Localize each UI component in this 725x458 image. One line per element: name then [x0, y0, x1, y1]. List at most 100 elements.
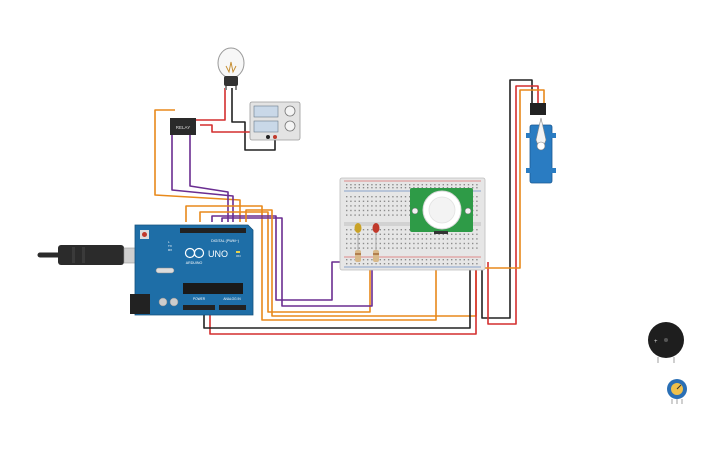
breadboard-hole: [404, 187, 407, 189]
pir-motion-sensor[interactable]: [410, 188, 473, 234]
analog-header[interactable]: [219, 305, 246, 310]
breadboard-hole: [358, 209, 360, 212]
breadboard-hole: [455, 247, 457, 249]
potentiometer[interactable]: [667, 379, 687, 404]
breadboard-hole: [354, 187, 356, 189]
breadboard-hole: [413, 247, 415, 249]
breadboard-hole: [425, 187, 428, 189]
wire-servo-red[interactable]: [487, 85, 539, 325]
breadboard-hole: [392, 214, 394, 216]
breadboard-hole: [383, 187, 386, 189]
arduino-uno[interactable]: DIGITAL (PWM~) UNO ARDUINO POWER ANALOG …: [37, 224, 254, 316]
breadboard-hole: [354, 238, 356, 240]
breadboard-hole: [446, 259, 449, 261]
breadboard-hole: [358, 242, 360, 245]
breadboard-hole: [400, 187, 402, 189]
breadboard-hole: [417, 184, 419, 186]
power-jack: [130, 294, 150, 314]
breadboard-hole: [392, 187, 394, 189]
breadboard-hole: [346, 196, 348, 198]
wire-relay-purple-2[interactable]: [189, 128, 229, 222]
breadboard-hole: [425, 247, 428, 249]
breadboard-hole: [455, 263, 457, 265]
breadboard-hole: [396, 205, 398, 207]
supply-terminal-neg[interactable]: [266, 135, 270, 139]
wire-servo-orange[interactable]: [482, 89, 545, 269]
arduino-logo-right-icon: [193, 247, 205, 259]
buzzer-hole-icon: [664, 338, 668, 342]
supply-display-current: [253, 120, 279, 133]
wire-header-orange-1[interactable]: [185, 205, 437, 321]
red-led[interactable]: [372, 223, 380, 250]
wire-header-orange-2[interactable]: [199, 211, 371, 313]
breadboard-hole: [371, 184, 373, 186]
breadboard-hole: [409, 229, 411, 231]
breadboard-hole: [396, 229, 398, 231]
breadboard-hole: [362, 238, 365, 240]
breadboard-hole: [451, 242, 453, 245]
supply-terminal-pos[interactable]: [273, 135, 277, 139]
wire-power-black[interactable]: [203, 266, 471, 329]
breadboard-hole: [451, 187, 453, 189]
breadboard-hole: [392, 200, 394, 202]
breadboard-hole: [392, 263, 394, 265]
breadboard-hole: [388, 214, 390, 216]
breadboard-hole: [354, 200, 356, 202]
breadboard-hole: [396, 233, 398, 235]
wire-relay-purple-1[interactable]: [171, 128, 234, 222]
breadboard-hole: [430, 184, 432, 186]
breadboard-hole: [404, 242, 407, 245]
breadboard-hole: [375, 187, 377, 189]
breadboard-hole: [400, 200, 402, 202]
breadboard-hole: [383, 196, 386, 198]
resistor-2[interactable]: [373, 250, 379, 262]
dc-power-supply[interactable]: [249, 101, 301, 141]
yellow-led[interactable]: [354, 223, 362, 250]
digital-header[interactable]: [180, 228, 246, 233]
breadboard-hole: [455, 187, 457, 189]
breadboard-hole: [434, 263, 436, 265]
supply-knob-current-icon[interactable]: [284, 120, 296, 132]
breadboard-hole: [358, 247, 360, 249]
breadboard-hole: [396, 247, 398, 249]
wire-bulb-black[interactable]: [231, 88, 276, 151]
wire-relay-orange[interactable]: [154, 109, 241, 222]
led-red-dome-icon: [372, 223, 380, 233]
wire-servo-black[interactable]: [481, 79, 533, 319]
breadboard-hole: [362, 200, 365, 202]
wire-header-purple-1[interactable]: [211, 215, 358, 301]
power-header[interactable]: [183, 305, 215, 310]
breadboard-hole: [379, 229, 381, 231]
relay[interactable]: RELAY: [170, 118, 196, 135]
breadboard-hole: [388, 263, 390, 265]
on-led: [236, 251, 240, 253]
breadboard-hole: [459, 184, 461, 186]
breadboard-hole: [371, 259, 373, 261]
resistor-1[interactable]: [355, 250, 361, 262]
breadboard-hole: [472, 259, 474, 261]
pir-pot-right-icon[interactable]: [464, 207, 472, 215]
breadboard-hole: [467, 184, 470, 186]
bulb-pin-1: [225, 86, 227, 90]
breadboard-hole: [472, 263, 474, 265]
breadboard-hole: [350, 238, 352, 240]
micro-servo[interactable]: [526, 103, 556, 184]
breadboard-hole: [421, 242, 423, 245]
breadboard-hole: [346, 184, 348, 186]
supply-knob-voltage-icon[interactable]: [284, 105, 296, 117]
piezo-buzzer[interactable]: +: [648, 322, 684, 363]
breadboard-hole: [467, 247, 470, 249]
breadboard-hole: [400, 263, 402, 265]
light-bulb[interactable]: [217, 47, 245, 90]
wire-relay-red[interactable]: [195, 88, 226, 121]
pir-pot-left-icon[interactable]: [411, 207, 419, 215]
breadboard-hole: [434, 233, 436, 235]
led-yellow-dome-icon: [354, 223, 362, 233]
breadboard-hole: [371, 247, 373, 249]
breadboard-hole: [354, 247, 356, 249]
breadboard-hole: [417, 242, 419, 245]
breadboard-hole: [350, 259, 352, 261]
wire-header-purple-2[interactable]: [221, 217, 373, 307]
breadboard-hole: [425, 233, 428, 235]
